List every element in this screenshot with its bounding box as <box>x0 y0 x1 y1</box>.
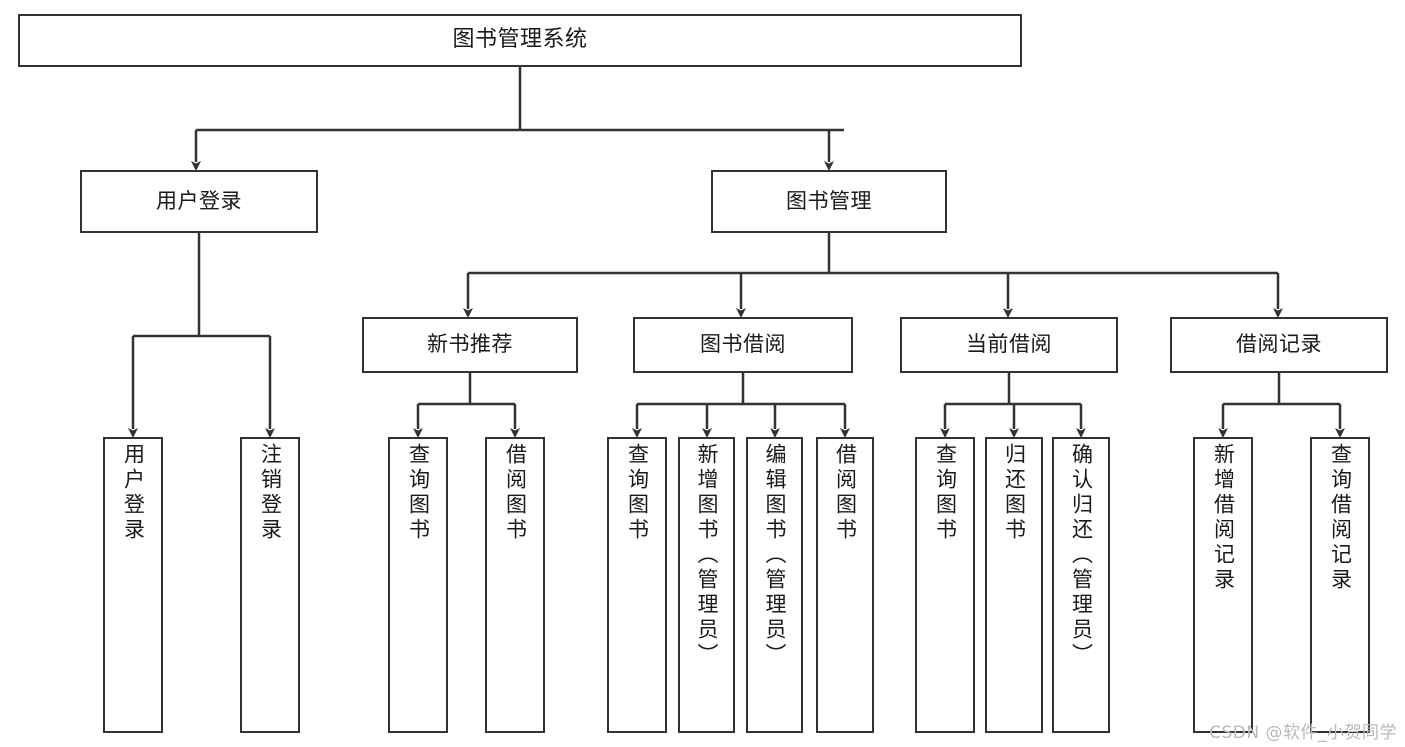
node-label: 注销登录 <box>258 443 283 543</box>
node-root-system[interactable]: 图书管理系统 <box>18 14 1022 67</box>
node-book-management[interactable]: 图书管理 <box>711 170 947 233</box>
leaf-query-book-current[interactable]: 查询图书 <box>915 437 975 733</box>
node-label: 新增图书（管理员） <box>695 443 719 668</box>
leaf-query-book-borrow[interactable]: 查询图书 <box>607 437 667 733</box>
node-label: 查询图书 <box>625 443 650 543</box>
leaf-borrow-book-recommend[interactable]: 借阅图书 <box>485 437 545 733</box>
node-label: 用户登录 <box>121 443 146 543</box>
leaf-add-book-admin[interactable]: 新增图书（管理员） <box>678 437 735 733</box>
node-label: 借阅图书 <box>833 443 858 543</box>
node-label: 确认归还（管理员） <box>1069 443 1094 668</box>
node-borrow-record[interactable]: 借阅记录 <box>1170 317 1388 373</box>
node-label: 查询借阅记录 <box>1328 443 1353 593</box>
node-new-book-recommend[interactable]: 新书推荐 <box>362 317 578 373</box>
node-label: 图书借阅 <box>700 332 786 357</box>
leaf-edit-book-admin[interactable]: 编辑图书（管理员） <box>746 437 803 733</box>
node-label: 新增借阅记录 <box>1211 443 1236 593</box>
node-label: 当前借阅 <box>966 332 1052 357</box>
leaf-user-login[interactable]: 用户登录 <box>103 437 163 733</box>
node-label: 新书推荐 <box>427 332 513 357</box>
leaf-query-book-recommend[interactable]: 查询图书 <box>388 437 448 733</box>
leaf-borrow-book[interactable]: 借阅图书 <box>816 437 874 733</box>
node-label: 查询图书 <box>406 443 431 543</box>
node-label: 用户登录 <box>156 188 242 213</box>
node-current-borrow[interactable]: 当前借阅 <box>900 317 1118 373</box>
leaf-return-book[interactable]: 归还图书 <box>985 437 1043 733</box>
node-label: 图书管理 <box>786 188 872 213</box>
leaf-query-borrow-record[interactable]: 查询借阅记录 <box>1310 437 1370 733</box>
node-label: 归还图书 <box>1002 443 1027 543</box>
node-label: 借阅记录 <box>1236 332 1322 357</box>
node-book-borrow[interactable]: 图书借阅 <box>633 317 853 373</box>
leaf-add-borrow-record[interactable]: 新增借阅记录 <box>1193 437 1253 733</box>
leaf-logout[interactable]: 注销登录 <box>240 437 300 733</box>
node-label: 编辑图书（管理员） <box>763 443 787 668</box>
leaf-confirm-return-admin[interactable]: 确认归还（管理员） <box>1052 437 1110 733</box>
node-label: 借阅图书 <box>503 443 528 543</box>
watermark: CSDN @软件_小贺同学 <box>1209 723 1397 743</box>
node-label: 查询图书 <box>933 443 958 543</box>
node-user-login[interactable]: 用户登录 <box>80 170 318 233</box>
node-label: 图书管理系统 <box>452 27 588 53</box>
